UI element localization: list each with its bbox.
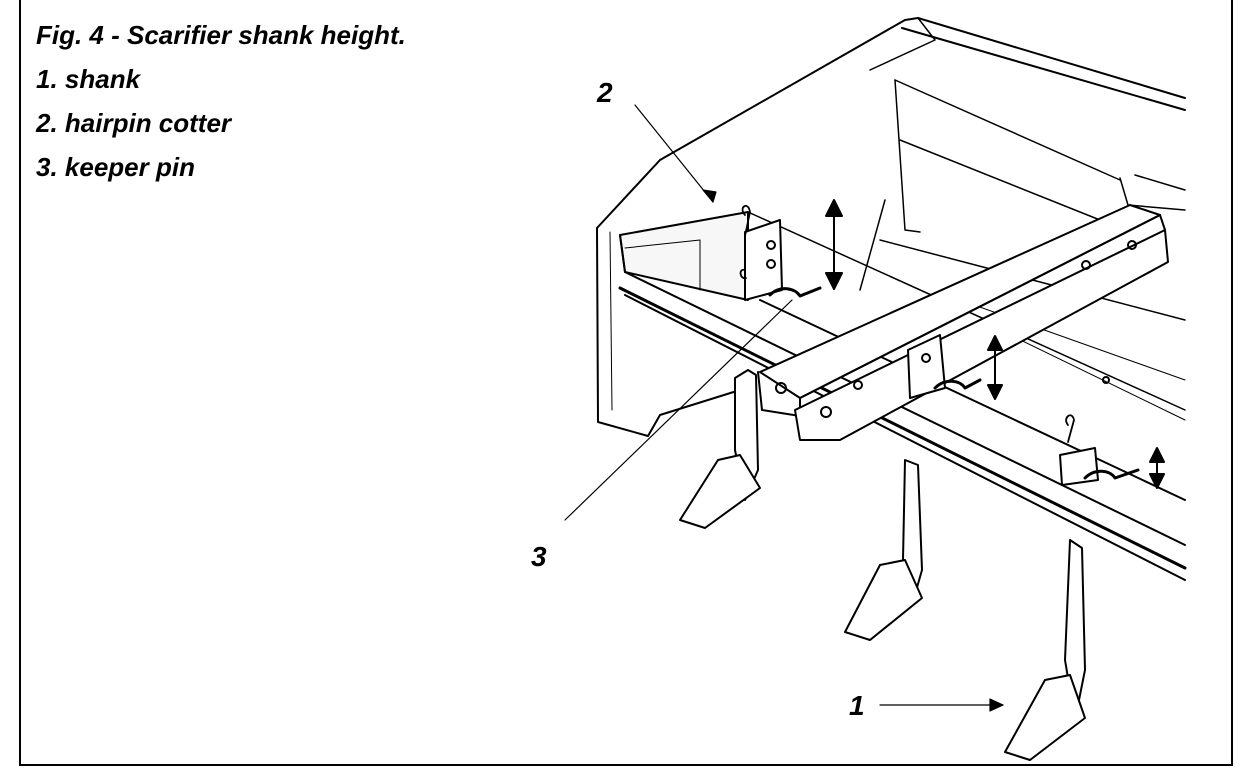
keeper-pins (768, 286, 1140, 480)
callout-label-3: 3 (531, 541, 547, 572)
caption-item-hairpin-cotter: 2. hairpin cotter (36, 108, 232, 138)
hitch-arms (757, 204, 1169, 441)
leader-lines (564, 104, 1004, 712)
blade-interior (859, 79, 1186, 421)
caption-item-shank: 1. shank (36, 64, 141, 94)
leader-line-2 (634, 104, 714, 203)
height-arrows (825, 199, 1165, 489)
figure-caption: Fig. 4 - Scarifier shank height. 1. shan… (36, 22, 406, 198)
callout-label-1: 1 (849, 690, 865, 721)
leader-line-3 (564, 299, 793, 521)
tool-bar (618, 211, 1187, 581)
caption-title: Fig. 4 - Scarifier shank height. (36, 20, 406, 50)
hairpin-cotters (739, 204, 1075, 443)
figure-frame (19, 0, 1233, 766)
shanks (679, 369, 1086, 761)
shank-brackets (744, 219, 1099, 486)
callout-label-2: 2 (597, 77, 613, 108)
blade-end-plate (596, 17, 1186, 437)
caption-item-keeper-pin: 3. keeper pin (36, 152, 195, 182)
